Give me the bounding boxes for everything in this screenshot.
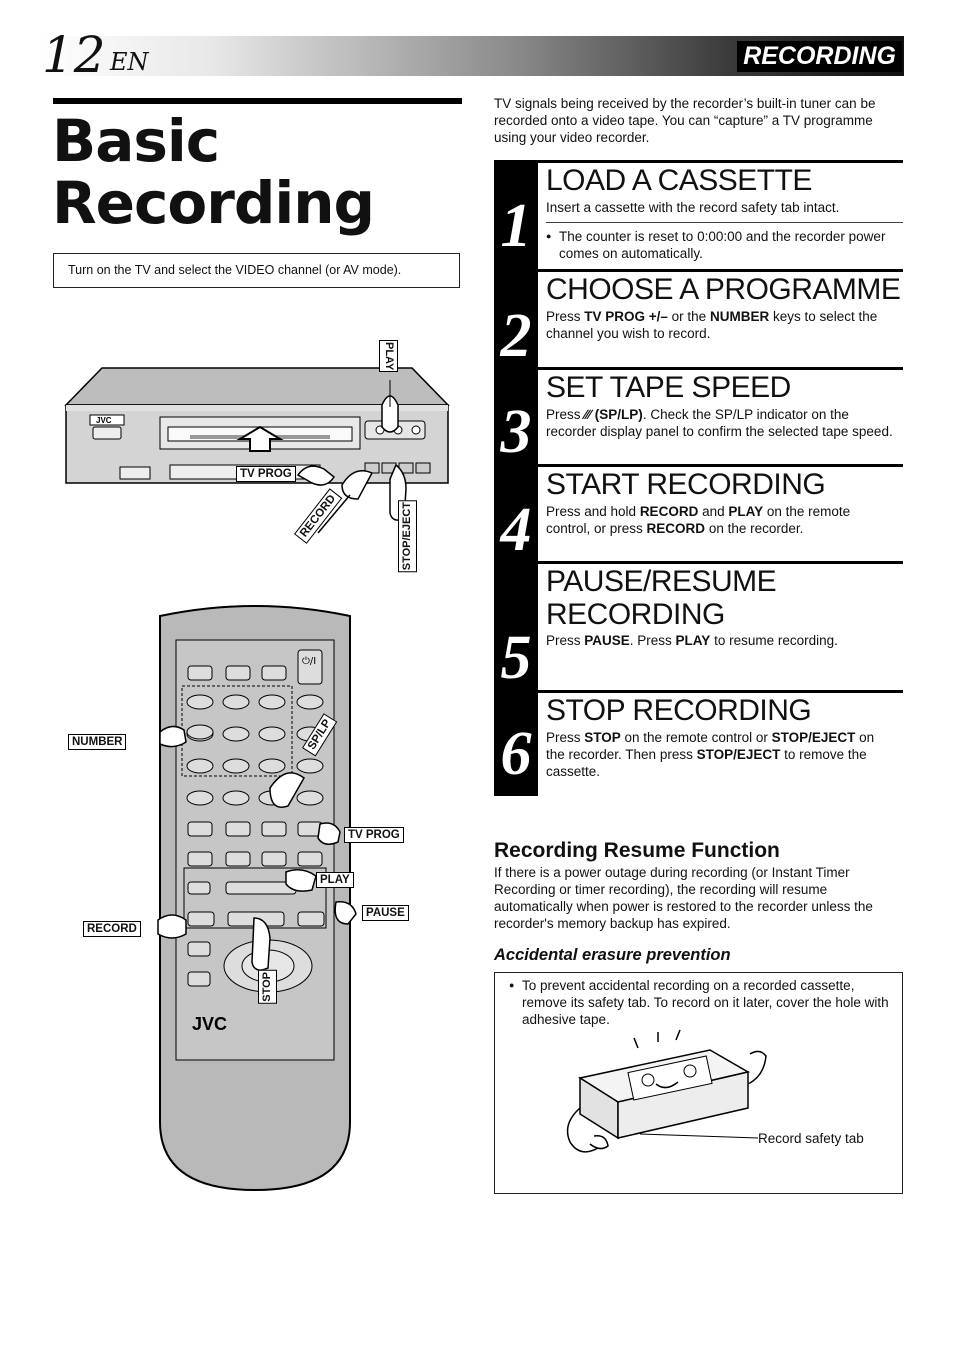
remote-label-record: RECORD [83,921,141,937]
remote-label-stop: STOP [258,970,277,1004]
text-run: Press [546,730,585,745]
key-name: PLAY [728,504,764,519]
step-number-6: 6 [500,720,532,788]
key-name: STOP/EJECT [696,747,781,762]
text-run: Press [546,633,585,648]
step-number-2: 2 [500,302,532,370]
vcr-brand-logo: JVC [96,416,112,425]
key-name: STOP [584,730,621,745]
step-heading-3: SET TAPE SPEED [546,371,791,404]
text-run: Press and hold [546,504,640,519]
step-number-bar: 1 2 3 4 5 6 [494,160,538,796]
resume-heading: Recording Resume Function [494,839,780,862]
remote-label-number: NUMBER [68,734,127,750]
text-run: Press [546,407,585,422]
text-run: on the remote control, or press [546,504,851,536]
step-body-1: Insert a cassette with the record safety… [546,200,840,215]
step-divider-1 [546,222,903,223]
erasure-box [494,972,903,1194]
text-run: . Check the SP/LP indicator on the recor… [546,407,893,439]
remote-power-icon: ⏻/I [302,656,316,667]
section-label: RECORDING [737,41,902,72]
step-rule-6 [538,690,903,693]
key-name: PLAY [675,633,711,648]
title-rule [53,98,462,104]
step-heading-1: LOAD A CASSETTE [546,164,812,197]
text-run: . Press [629,633,676,648]
remote-illustration: JVC ⏻/I [157,605,357,1192]
record-safety-tab-label: Record safety tab [758,1131,864,1146]
text-run: to remove the cassette. [546,747,867,779]
erasure-bullet: To prevent accidental recording on a rec… [509,977,894,1028]
vcr-illustration: JVC [64,367,450,534]
remote-label-pause: PAUSE [362,905,409,921]
key-name: TV PROG +/– [584,309,668,324]
vcr-label-stop-eject: STOP/EJECT [398,500,417,573]
step-rule-5 [538,561,903,564]
page-language: EN [110,48,149,76]
step-rule-4 [538,464,903,467]
step-body-6: Press STOP on the remote control or STOP… [546,729,896,780]
remote-label-play: PLAY [316,872,354,888]
step-number-4: 4 [500,496,532,564]
page-title-line: Recording [52,169,375,237]
step-rule-3 [538,367,903,370]
step-rule-1 [538,160,903,163]
remote-brand-logo: JVC [192,1014,227,1034]
step-heading-2: CHOOSE A PROGRAMME [546,273,901,306]
text-run: or the [667,309,710,324]
text-run: on the remote control or [620,730,772,745]
key-name: NUMBER [709,309,770,324]
note-box: Turn on the TV and select the VIDEO chan… [53,253,460,288]
step-body-4: Press and hold RECORD and PLAY on the re… [546,503,896,537]
page-title-line: Basic [52,107,220,175]
key-name: RECORD [639,504,699,519]
step-heading-6: STOP RECORDING [546,694,812,727]
step-rule-2 [538,269,903,272]
step-body-3: Press ∕∕∕ (SP/LP). Check the SP/LP indic… [546,406,896,440]
remote-label-tv-prog: TV PROG [344,827,404,843]
erasure-heading: Accidental erasure prevention [494,946,731,964]
step-number-1: 1 [500,192,532,260]
step-heading-5: PAUSE/RESUME RECORDING [546,565,777,631]
step-heading-4: START RECORDING [546,468,826,501]
key-name: STOP/EJECT [771,730,856,745]
step-body-2: Press TV PROG +/– or the NUMBER keys to … [546,308,896,342]
text-run: to resume recording. [710,633,838,648]
text-run: Press [546,309,585,324]
intro-text: TV signals being received by the recorde… [494,96,876,145]
vcr-label-tv-prog: TV PROG [236,466,296,482]
page-number: 12 [42,26,106,84]
step-number-5: 5 [500,624,532,692]
key-name: PAUSE [584,633,630,648]
text-run: and [698,504,729,519]
step-body-5: Press PAUSE. Press PLAY to resume record… [546,632,896,649]
vcr-label-play: PLAY [379,340,398,373]
sp-lp-icon: ∕∕∕ [584,407,592,422]
resume-body: If there is a power outage during record… [494,865,873,931]
cassette-illustration [566,1029,767,1153]
key-name: RECORD [646,521,706,536]
step-number-3: 3 [500,398,532,466]
text-run: on the recorder. Then press [546,730,875,762]
key-name: (SP/LP) [594,407,643,422]
text-run: keys to select the channel you wish to r… [546,309,878,341]
text-run: on the recorder. [705,521,804,536]
step-bullet-1: The counter is reset to 0:00:00 and the … [546,228,891,262]
